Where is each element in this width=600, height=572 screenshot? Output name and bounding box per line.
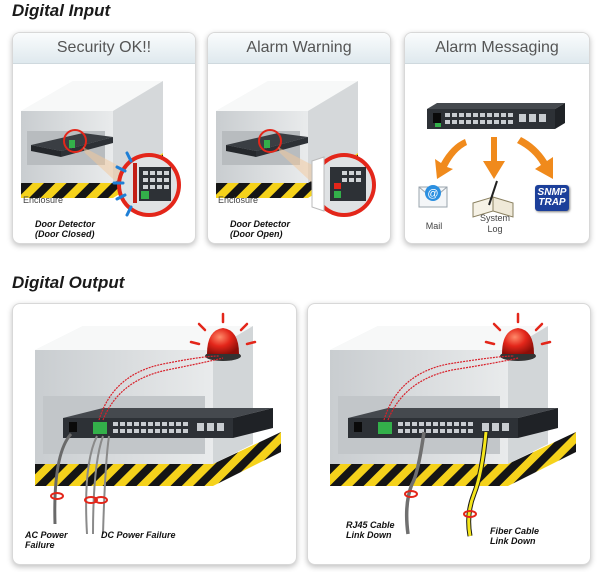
- mail-label: Mail: [425, 221, 443, 231]
- rj45-link-down-line1: RJ45 Cable: [346, 520, 395, 530]
- door-closed-illustration: [21, 81, 181, 217]
- fiber-link-down-label: Fiber Cable Link Down: [490, 526, 539, 546]
- messaging-illustration: @: [418, 103, 565, 218]
- door-detector-label-line2: (Door Closed): [35, 229, 95, 239]
- digital-input-title: Digital Input: [12, 1, 111, 20]
- system-log-label-line2: Log: [487, 224, 503, 234]
- snmp-trap-line2: TRAP: [538, 197, 566, 208]
- door-detector-label-line1: Door Detector: [35, 219, 96, 229]
- alarm-messaging-header: Alarm Messaging: [405, 33, 589, 64]
- fiber-link-down-line1: Fiber Cable: [490, 526, 540, 536]
- ac-power-failure-line1: AC Power: [25, 530, 68, 540]
- snmp-trap-badge: SNMP TRAP: [535, 185, 569, 211]
- enclosure-label: Enclosure: [218, 195, 259, 205]
- security-ok-panel: Security OK!!: [12, 32, 196, 244]
- enclosure-label: Enclosure: [23, 195, 64, 205]
- fiber-link-down-line2: Link Down: [490, 536, 536, 546]
- rj45-link-down-label: RJ45 Cable Link Down: [346, 520, 395, 540]
- dc-power-failure-label: DC Power Failure: [101, 530, 176, 540]
- ac-power-failure-line2: Failure: [25, 540, 55, 550]
- snmp-trap-line1: SNMP: [537, 187, 567, 198]
- door-detector-label-line2: (Door Open): [230, 229, 283, 239]
- door-open-illustration: [216, 81, 376, 217]
- power-failure-panel: AC Power Failure DC Power Failure: [12, 303, 297, 565]
- door-detector-label: Door Detector (Door Open): [230, 219, 290, 239]
- alarm-messaging-panel: Alarm Messaging @ Mail: [404, 32, 590, 244]
- system-log-label-line1: System: [479, 213, 510, 223]
- door-detector-label-line1: Door Detector: [230, 219, 291, 229]
- system-log-label: System Log: [475, 213, 515, 235]
- door-detector-label: Door Detector (Door Closed): [35, 219, 95, 239]
- ac-power-failure-label: AC Power Failure: [25, 530, 68, 550]
- alarm-warning-panel: Alarm Warning Enclosure Door Detector (D…: [207, 32, 391, 244]
- digital-output-title: Digital Output: [12, 273, 125, 292]
- rj45-link-down-line2: Link Down: [346, 530, 392, 540]
- alarm-warning-header: Alarm Warning: [208, 33, 390, 64]
- security-ok-header: Security OK!!: [13, 33, 195, 64]
- link-down-panel: RJ45 Cable Link Down Fiber Cable Link Do…: [307, 303, 591, 565]
- link-down-illustration: [330, 312, 576, 537]
- power-failure-illustration: [35, 312, 281, 535]
- svg-text:@: @: [427, 188, 438, 200]
